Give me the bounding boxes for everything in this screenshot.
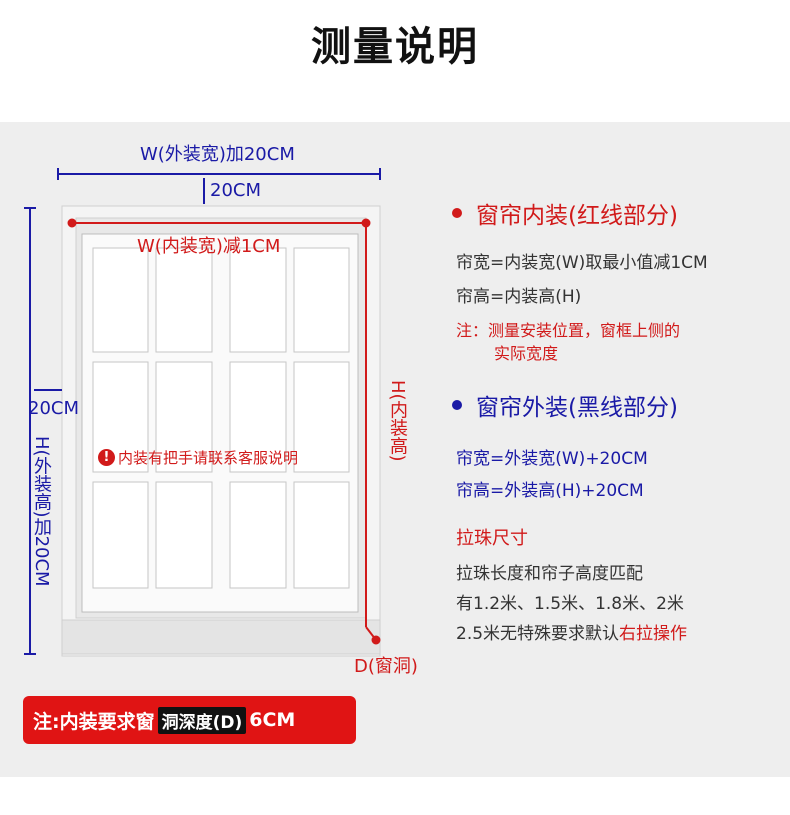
banner-highlight: 洞深度(D) [157,706,247,734]
outer-height-label: H(外装高)加20CM [31,436,52,587]
inner-note-line2: 实际宽度 [494,344,559,363]
pull-line3: 2.5米无特殊要求默认右拉操作 [456,619,687,644]
inner-width-label: W(内装宽)减1CM [137,236,281,257]
outer-height-dimension [24,207,62,655]
outer-height-formula: 帘高=外装高(H)+20CM [456,481,644,501]
pull-section-heading: 拉珠尺寸 [456,528,528,549]
inner-width-formula: 帘宽=内装宽(W)取最小值减1CM [456,253,708,273]
pull-line3-prefix: 2.5米无特殊要求默认 [456,624,620,644]
handle-note: ! 内装有把手请联系客服说明 [98,447,298,468]
pull-line2: 有1.2米、1.5米、1.8米、2米 [456,594,684,614]
pull-line1: 拉珠长度和帘子高度匹配 [456,564,643,584]
outer-width-label: W(外装宽)加20CM [140,144,295,165]
handle-note-text: 内装有把手请联系客服说明 [118,449,299,467]
outer-heading-text: 窗帘外装(黑线部分) [476,395,678,421]
pull-line3-highlight: 右拉操作 [619,624,688,644]
left-margin-label: 20CM [28,398,80,419]
top-margin-label: 20CM [210,180,262,201]
banner-prefix: 注:内装要求窗 [33,710,155,733]
inner-heading-text: 窗帘内装(红线部分) [476,203,678,229]
banner-suffix: 6CM [249,709,296,731]
inner-dimension-lines [67,218,381,645]
outer-width-dimension [57,168,381,204]
page-title: 测量说明 [311,24,479,70]
red-dot-icon [452,208,462,218]
inner-note-line1: 注：测量安装位置，窗框上侧的 [456,321,681,340]
depth-label: D(窗洞) [354,656,418,677]
window-illustration [24,168,381,657]
blue-dot-icon [452,400,462,410]
depth-requirement-banner: 注:内装要求窗 洞深度(D) 6CM [23,696,356,744]
exclamation-icon: ! [98,449,115,466]
diagram-panel: W(外装宽)加20CM 20CM W(内装宽)减1CM 20CM H(外装高)加… [0,122,790,777]
outer-width-formula: 帘宽=外装宽(W)+20CM [456,449,648,469]
inner-height-label: H(内装高) [387,380,408,462]
inner-height-formula: 帘高=内装高(H) [456,287,582,307]
outer-section-heading: 窗帘外装(黑线部分) [452,388,678,422]
inner-section-heading: 窗帘内装(红线部分) [452,196,678,230]
